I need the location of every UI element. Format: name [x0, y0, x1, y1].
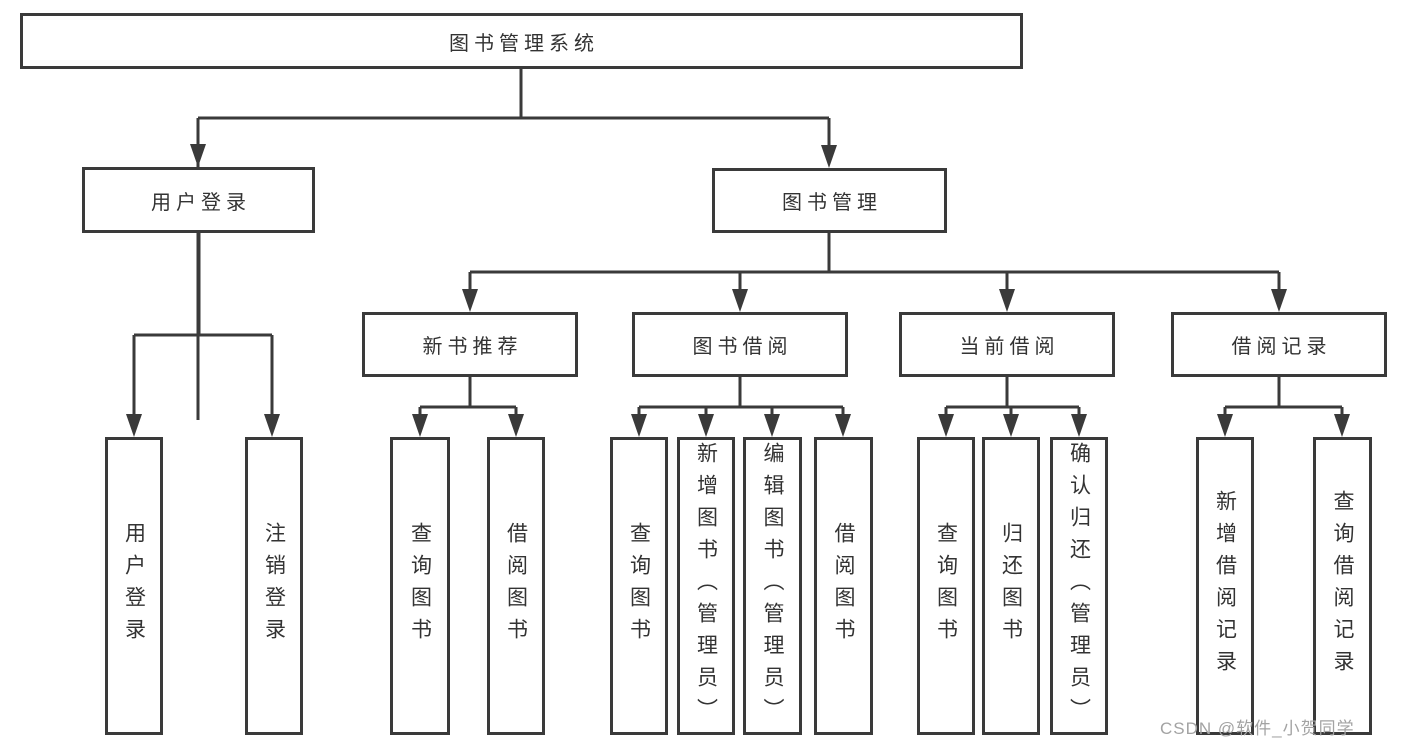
node-label: 用户登录: [122, 522, 146, 650]
node-label: 新书推荐: [422, 336, 523, 358]
node-label: 借阅图书: [504, 522, 528, 650]
node-book-borrow: 图书借阅: [632, 312, 848, 377]
node-label: 归还图书: [999, 522, 1023, 650]
node-label: 当前借阅: [959, 336, 1060, 358]
node-add-book-admin: 新增图书（管理员）: [677, 437, 735, 735]
node-label: 注销登录: [262, 522, 286, 650]
csdn-watermark: CSDN @软件_小贺同学: [1160, 719, 1355, 738]
node-query-borrow-record: 查询借阅记录: [1313, 437, 1372, 735]
node-borrow-books-recommend: 借阅图书: [487, 437, 545, 735]
node-edit-book-admin: 编辑图书（管理员）: [743, 437, 802, 735]
node-label: 图书管理系统: [449, 32, 599, 55]
node-query-books-borrow: 查询图书: [610, 437, 668, 735]
node-label: 借阅记录: [1231, 336, 1332, 358]
node-book-management: 图书管理: [712, 168, 947, 233]
node-label: 新增借阅记录: [1213, 490, 1237, 682]
node-label: 用户登录: [151, 191, 251, 214]
node-label: 查询图书: [408, 522, 432, 650]
node-logout: 注销登录: [245, 437, 303, 735]
node-confirm-return-admin: 确认归还（管理员）: [1050, 437, 1108, 735]
node-user-login: 用户登录: [82, 167, 315, 233]
node-query-books-current: 查询图书: [917, 437, 975, 735]
node-user-login-leaf: 用户登录: [105, 437, 163, 735]
node-label: 查询图书: [934, 522, 958, 650]
node-label: 查询借阅记录: [1331, 490, 1354, 682]
node-label: 查询图书: [627, 522, 651, 650]
node-new-book-recommend: 新书推荐: [362, 312, 578, 377]
node-borrow-books-leaf: 借阅图书: [814, 437, 873, 735]
node-add-borrow-record: 新增借阅记录: [1196, 437, 1254, 735]
node-current-borrow: 当前借阅: [899, 312, 1115, 377]
node-query-books-recommend: 查询图书: [390, 437, 450, 735]
node-label: 确认归还（管理员）: [1067, 442, 1091, 730]
node-return-book: 归还图书: [982, 437, 1040, 735]
node-label: 图书管理: [782, 192, 882, 214]
node-borrow-record: 借阅记录: [1171, 312, 1387, 377]
node-library-management-system: 图书管理系统: [20, 13, 1023, 69]
node-label: 新增图书（管理员）: [694, 442, 718, 730]
node-label: 编辑图书（管理员）: [761, 442, 784, 730]
node-label: 图书借阅: [692, 336, 793, 358]
node-label: 借阅图书: [832, 522, 855, 650]
arrowhead-icons: [126, 144, 1350, 437]
